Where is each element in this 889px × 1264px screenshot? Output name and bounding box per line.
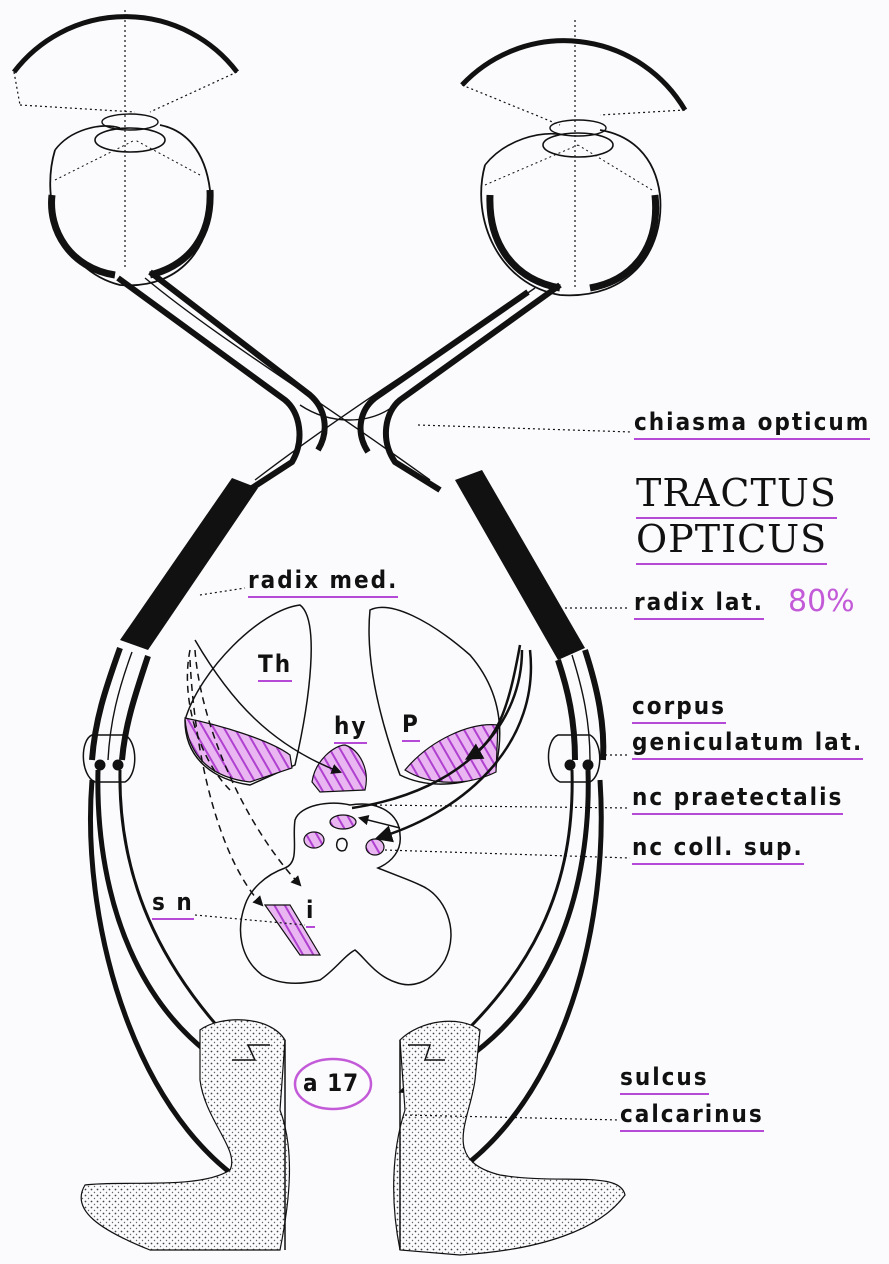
hy-label: hy xyxy=(334,714,367,738)
i-label: i xyxy=(306,898,315,922)
right-eye xyxy=(481,120,660,295)
calcarine-cortex xyxy=(81,1020,625,1255)
hatched-nuclei xyxy=(185,718,498,955)
radix-med-label: radix med. xyxy=(248,568,398,592)
sulcus-label-line2: calcarinus xyxy=(620,1102,764,1126)
radix-lat-percent: 80% xyxy=(788,587,855,617)
optic-radiations xyxy=(91,770,602,1200)
sulcus-label-line1: sulcus xyxy=(620,1065,709,1089)
tractus-label-line2: OPTICUS xyxy=(636,520,827,558)
praetectalis-label: nc praetectalis xyxy=(632,785,843,809)
coll-sup-label: nc coll. sup. xyxy=(632,835,804,859)
thalamus-label: Th xyxy=(258,652,292,676)
chiasma-label: chiasma opticum xyxy=(634,410,870,434)
tractus-label-line1: TRACTUS xyxy=(636,474,837,512)
corpus-label-line1: corpus xyxy=(632,694,726,718)
area-17-label: a 17 xyxy=(303,1071,359,1095)
optic-nerves xyxy=(118,272,560,490)
sn-label: s n xyxy=(152,890,194,914)
p-label: P xyxy=(402,712,420,736)
radix-lat-label: radix lat. xyxy=(634,590,764,614)
midbrain-section xyxy=(241,803,451,985)
left-eye xyxy=(50,114,210,285)
corpus-label-line2: geniculatum lat. xyxy=(632,730,863,754)
